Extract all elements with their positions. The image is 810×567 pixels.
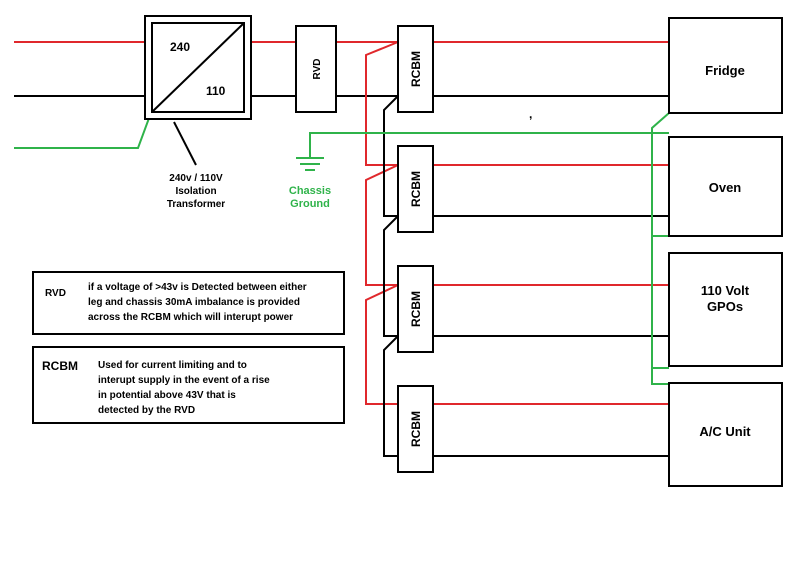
rcbm-label: RCBM [409,411,423,447]
fridge-box [668,17,783,114]
legend-rvd-text: if a voltage of >43v is Detected between… [88,282,307,293]
legend-rcbm-text: in potential above 43V that is [98,390,236,401]
ac-unit-label: A/C Unit [699,424,751,439]
transformer-secondary-label: 110 [206,84,226,98]
transformer-primary-label: 240 [170,40,190,54]
rcbm-box [397,385,434,473]
legend-rvd-text: across the RCBM which will interupt powe… [88,312,293,323]
chassis-earth-bus [309,132,669,158]
transformer-leader-line [173,121,197,166]
input-earth-wire [14,109,153,149]
transformer-caption-line: Isolation [175,186,216,197]
legend-rvd-text: leg and chassis 30mA imbalance is provid… [88,297,300,308]
ac-unit-box [668,382,783,487]
legend-rcbm-text: Used for current limiting and to [98,360,247,371]
legend-rvd-term: RVD [45,288,66,299]
legend-rvd-box [32,271,345,335]
rvd-box [295,25,337,113]
rcbm-box [397,265,434,353]
rcbm-label: RCBM [409,291,423,327]
transformer-caption: 240v / 110V Isolation Transformer [167,173,225,210]
active-feed-rcbm3 [365,164,399,286]
oven-box [668,136,783,237]
neutral-feed-rcbm3 [383,215,399,337]
gpo-label: GPOs [707,299,743,314]
rcbm-label: RCBM [409,171,423,207]
gpo-box [668,252,783,367]
legend-rcbm-term: RCBM [42,359,78,373]
neutral-feed-rcbm2 [383,95,399,217]
transformer-caption-line: Transformer [167,199,225,210]
stray-mark: , [529,107,532,121]
chassis-ground-label: Chassis [289,185,331,197]
rcbm-box [397,25,434,113]
legend-rcbm-text: detected by the RVD [98,405,195,416]
neutral-feed-rcbm4 [383,335,399,457]
active-feed-rcbm2 [365,41,399,166]
earth-riser [651,112,670,385]
chassis-ground-label: Ground [290,198,330,210]
oven-label: Oven [709,180,742,195]
rvd-label: RVD [312,59,323,80]
legend-rcbm-text: interupt supply in the event of a rise [98,375,270,386]
fridge-label: Fridge [705,63,745,78]
gpo-label: 110 Volt [701,283,750,298]
rcbm-box [397,145,434,233]
transformer-divider [151,22,245,113]
legend-rcbm-box [32,346,345,424]
transformer-caption-line: 240v / 110V [169,173,223,184]
rcbm-label: RCBM [409,51,423,87]
active-feed-rcbm4 [365,284,399,405]
ground-symbol-icon [296,157,324,171]
